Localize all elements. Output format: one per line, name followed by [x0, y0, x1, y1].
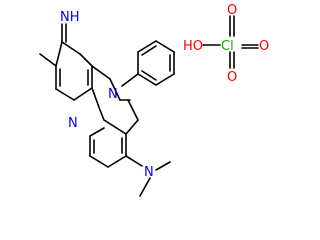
left-ring-bonds — [55, 41, 93, 101]
perchlorate-o-bottom-label: O — [227, 70, 237, 85]
ring-n-top-label: N — [108, 87, 118, 102]
dimethylamino-bonds — [139, 161, 171, 197]
perchlorate-ho-label: HO — [183, 39, 203, 54]
chemical-structure-canvas: NH N N N HO Cl O O O — [39, 3, 269, 197]
phenazinium-cation: NH N N N — [39, 10, 175, 197]
lower-right-ring-bonds — [89, 127, 143, 168]
perchlorate-o-top-label: O — [227, 3, 237, 18]
dimethylamino-n-label: N — [144, 165, 154, 180]
phenyl-ring-bonds — [121, 40, 175, 87]
ring-n-bottom-label: N — [68, 116, 78, 131]
perchlorate-anion: HO Cl O O O — [183, 3, 269, 85]
perchlorate-cl-label: Cl — [221, 39, 234, 54]
imine-double-bond — [61, 23, 67, 43]
imine-nh-label: NH — [60, 10, 80, 25]
perchlorate-bonds — [202, 15, 259, 69]
perchlorate-o-right-label: O — [259, 39, 269, 54]
central-ring-bonds — [91, 65, 139, 135]
methyl-bond — [39, 53, 57, 67]
